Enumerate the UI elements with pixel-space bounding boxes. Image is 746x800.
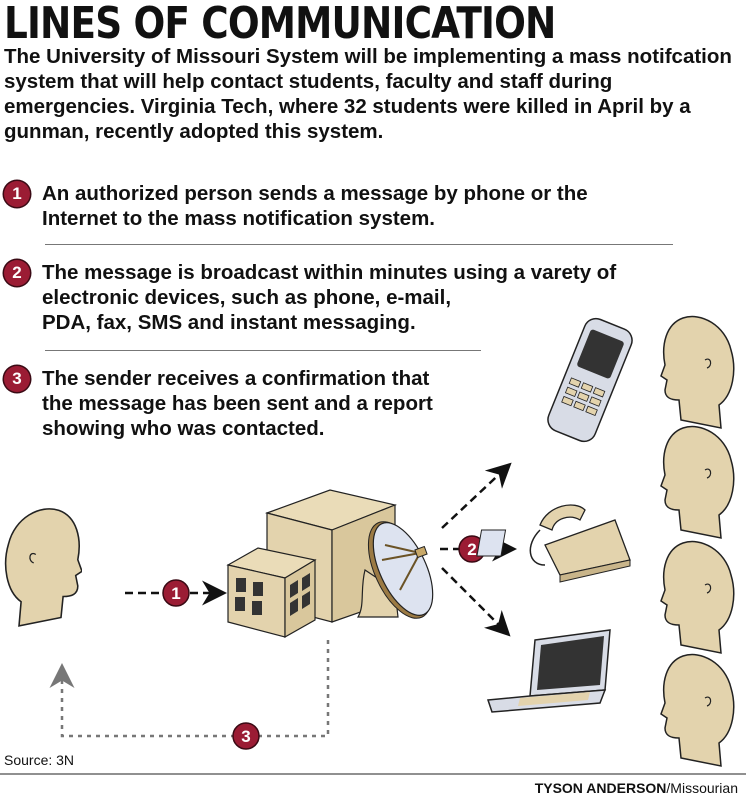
arrow-to-phone xyxy=(441,462,512,529)
building-icon xyxy=(226,489,398,639)
source-note: Source: 3N xyxy=(4,752,75,768)
svg-text:3: 3 xyxy=(241,727,250,746)
receiver-head-icon xyxy=(660,540,735,654)
receiver-head-icon xyxy=(660,653,735,767)
step-text: electronic devices, such as phone, e-mai… xyxy=(42,286,452,309)
step-text: the message has been sent and a report xyxy=(42,392,433,415)
intro-text: The University of Missouri System will b… xyxy=(4,45,732,143)
step-text: showing who was contacted. xyxy=(42,417,325,440)
step-text: Internet to the mass notification system… xyxy=(42,207,435,230)
svg-text:2: 2 xyxy=(467,540,476,559)
credit-outlet: /Missourian xyxy=(666,780,738,796)
satellite-dish-icon xyxy=(356,521,434,619)
page-title: LINES OF COMMUNICATION xyxy=(4,0,556,49)
cell-phone-icon xyxy=(547,317,633,443)
credit-line: TYSON ANDERSON/Missourian xyxy=(535,780,738,796)
step-number-badge: 3 xyxy=(4,366,30,392)
badge-1: 1 xyxy=(162,579,190,607)
receiver-head-icon xyxy=(660,315,735,429)
svg-text:1: 1 xyxy=(171,584,180,603)
sender-head-icon xyxy=(4,508,82,627)
divider xyxy=(45,350,481,351)
badge-3: 3 xyxy=(232,722,260,750)
step-number-badge: 1 xyxy=(4,181,30,207)
step-text: The message is broadcast within minutes … xyxy=(42,261,617,284)
arrow-to-laptop xyxy=(441,567,511,637)
step-number-badge: 2 xyxy=(4,260,30,286)
divider xyxy=(45,244,673,245)
step-text: PDA, fax, SMS and instant messaging. xyxy=(42,311,416,334)
step-text: An authorized person sends a message by … xyxy=(42,182,588,205)
credit-name: TYSON ANDERSON xyxy=(534,780,667,796)
step-text: The sender receives a confirmation that xyxy=(42,367,430,390)
arrow-step-3 xyxy=(49,640,330,738)
receiver-head-icon xyxy=(660,425,735,539)
desk-telephone-icon xyxy=(476,504,631,583)
laptop-icon xyxy=(486,629,611,713)
